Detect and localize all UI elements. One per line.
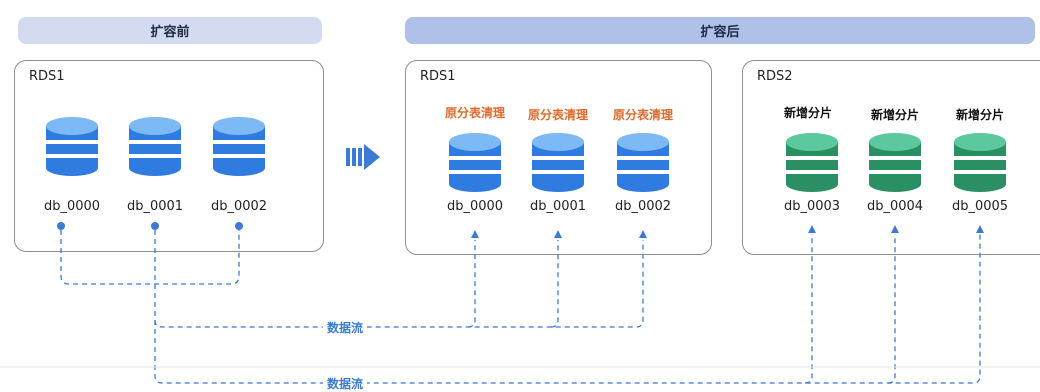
flow-label: 数据流 (322, 375, 368, 392)
after-banner-label: 扩容后 (700, 25, 740, 40)
database-icon (532, 133, 584, 192)
new-shard-tag: 新增分片 (870, 108, 920, 122)
arrowhead (639, 230, 647, 238)
flow-branch (467, 240, 476, 328)
before-banner-label: 扩容前 (150, 25, 190, 40)
arrowhead (891, 225, 899, 233)
source-dot (57, 222, 65, 230)
db-label: db_0001 (529, 199, 587, 214)
cleanup-tag: 原分表清理 (444, 106, 506, 120)
arrowhead (808, 225, 816, 233)
db-label: db_0002 (614, 199, 672, 214)
db-label: db_0001 (126, 199, 184, 214)
arrow-right-icon (346, 144, 380, 170)
database-icon (617, 133, 669, 192)
database-icon (954, 133, 1006, 192)
flow-line-rds2 (154, 234, 981, 384)
database-icon (449, 133, 501, 192)
db-label: db_0000 (446, 199, 504, 214)
database-icon (129, 117, 181, 176)
flow-branch (804, 234, 813, 384)
cleanup-tag: 原分表清理 (527, 108, 589, 122)
flow-label: 数据流 (322, 319, 368, 336)
database-icon (213, 117, 265, 176)
db-label: db_0004 (866, 199, 924, 214)
new-shard-tag: 新增分片 (783, 106, 833, 120)
db-label: db_0000 (43, 199, 101, 214)
arrowhead (554, 230, 562, 238)
after-banner: 扩容后 (405, 17, 1035, 44)
cleanup-tag: 原分表清理 (612, 108, 674, 122)
flow-line-rds1 (154, 230, 644, 328)
flow-branch (887, 234, 896, 384)
before-rds1-label: RDS1 (29, 69, 65, 84)
arrowhead (976, 225, 984, 233)
source-dot (235, 222, 243, 230)
before-banner: 扩容前 (18, 17, 322, 44)
db-label: db_0003 (783, 199, 841, 214)
database-icon (786, 133, 838, 192)
flow-branch (550, 240, 559, 328)
database-icon (46, 117, 98, 176)
after-rds1-label: RDS1 (420, 69, 456, 84)
source-dot (151, 222, 159, 230)
db-label: db_0005 (951, 199, 1009, 214)
database-icon (869, 133, 921, 192)
merge-connector (60, 230, 240, 285)
arrowhead (471, 230, 479, 238)
after-rds2-label: RDS2 (757, 69, 793, 84)
new-shard-tag: 新增分片 (955, 108, 1005, 122)
db-label: db_0002 (210, 199, 268, 214)
